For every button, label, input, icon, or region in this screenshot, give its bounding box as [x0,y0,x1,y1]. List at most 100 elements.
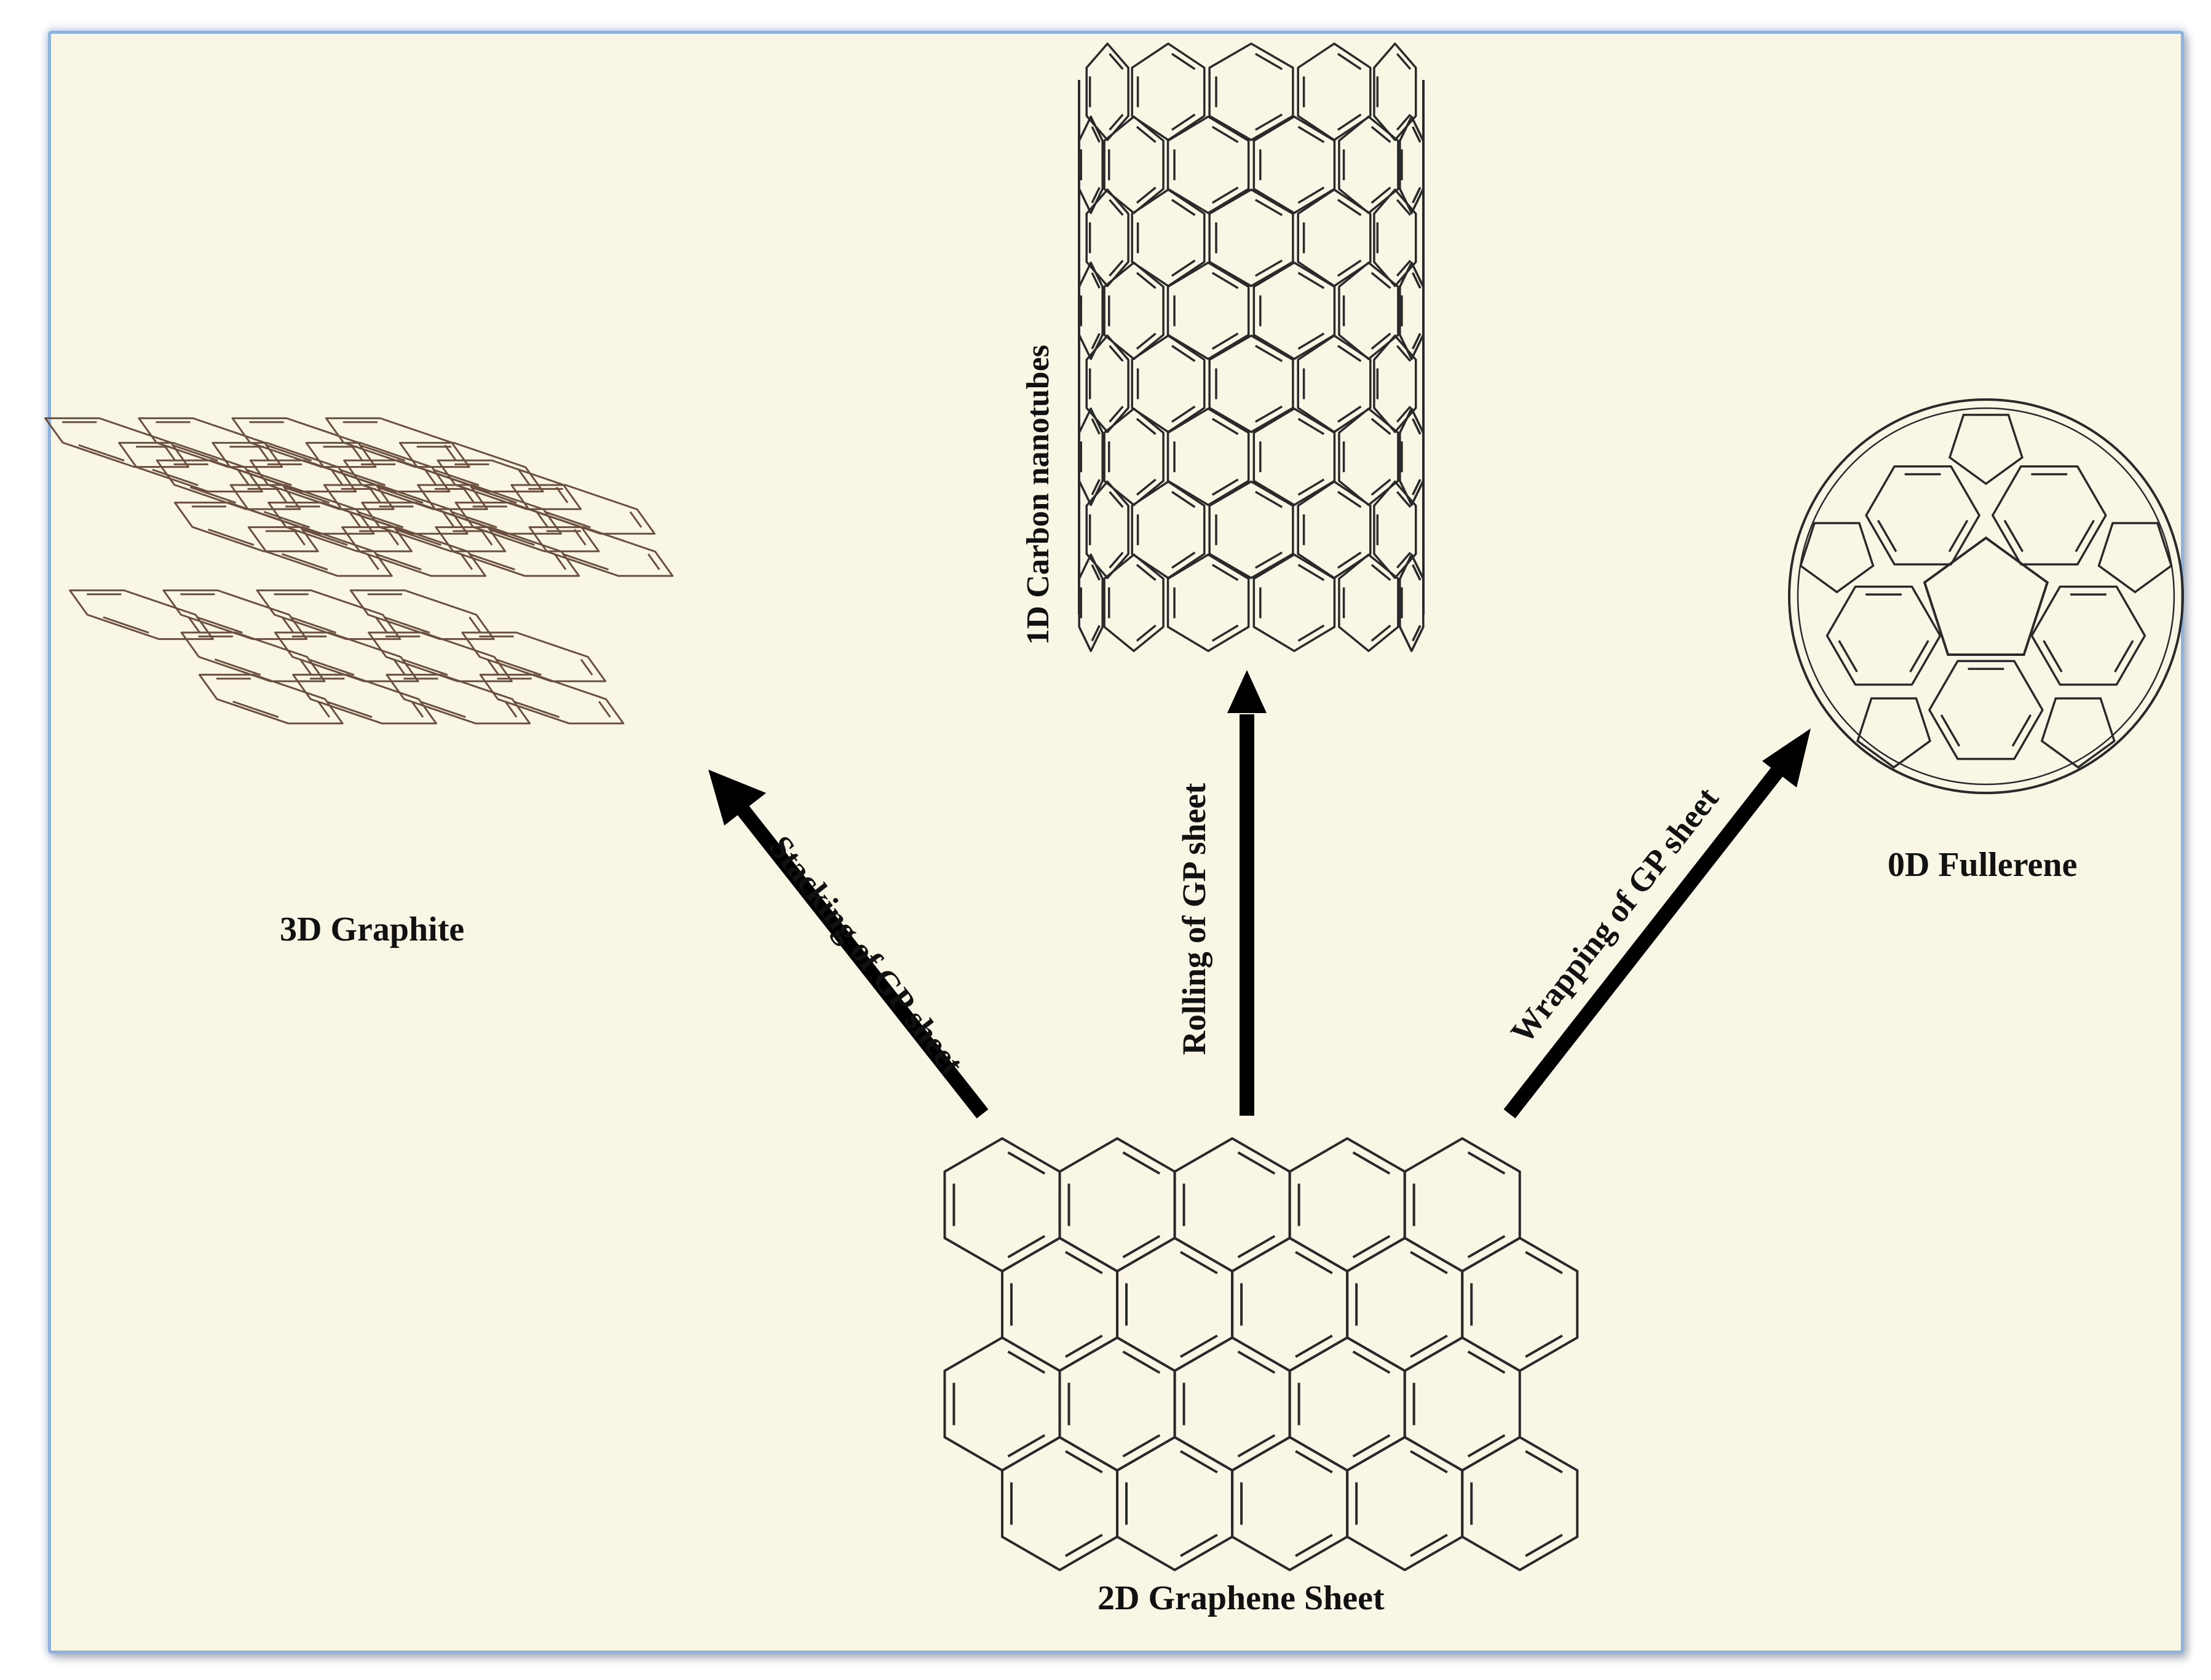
double-bond [536,511,549,528]
double-bond [377,486,424,504]
double-bond [1412,479,1422,495]
graphene-hexagon [1231,1436,1349,1571]
nanotube-hexagon [1166,408,1250,507]
graphite-hexagon [528,526,674,577]
graphite-hexagon [44,417,189,468]
double-bond [1337,345,1362,362]
double-bond [470,486,517,504]
double-bond [375,553,422,570]
double-bond [1297,332,1325,350]
double-bond [1396,259,1412,277]
double-bond [393,658,406,676]
double-bond [299,658,312,676]
double-bond [1007,1235,1046,1259]
graphite-label: 3D Graphite [280,910,465,948]
double-bond [1940,714,1961,747]
graphite-hexagon [256,589,401,641]
double-bond [245,468,292,486]
double-bond [1396,345,1412,362]
graphene-hexagon [1058,1336,1176,1472]
graphene-sheet-structure [943,1137,1579,1571]
double-bond [1091,272,1101,289]
fullerene-pentagon [2040,697,2116,769]
graphite-hexagon [435,526,580,577]
double-bond [562,553,609,570]
double-bond [1297,624,1325,642]
double-bond [188,617,201,634]
double-bond [384,616,430,634]
double-bond [1211,478,1239,496]
double-bond [1948,519,1969,553]
graphite-hexagon [510,484,656,535]
double-bond [580,658,593,676]
double-bond [1180,1250,1218,1274]
graphene-hexagon [943,1336,1061,1472]
double-bond [1171,259,1196,277]
double-bond [1136,478,1157,496]
double-bond [283,486,330,504]
graphite-hexagon [323,484,469,535]
graphite-hexagon [368,631,513,682]
fullerene-hexagon [1991,465,2107,566]
double-bond [1007,1350,1046,1374]
double-bond [469,617,481,634]
double-bond [265,444,312,462]
double-bond [357,511,404,529]
graphite-hexagon [386,674,531,725]
double-bond [1297,478,1325,496]
graphite-hexagon [305,441,451,493]
double-bond [1091,625,1101,642]
graphene-hexagon [1346,1436,1464,1571]
nanotube-hexagon [1252,261,1336,360]
double-bond [1211,272,1239,290]
double-bond [1412,418,1422,435]
double-bond [1064,1250,1103,1274]
rolling-arrow [1227,670,1267,1116]
graphite-hexagon [292,674,437,725]
double-bond [1109,199,1124,216]
double-bond [647,553,660,570]
double-bond [1237,1235,1276,1259]
double-bond [1352,1235,1391,1259]
double-bond [1412,564,1422,581]
double-bond [1171,405,1196,423]
rolling-arrow-label: Rolling of GP sheet [1176,783,1212,1055]
double-bond [1171,345,1196,362]
double-bond [1180,1534,1218,1558]
nanotube-hexagon [1085,334,1129,433]
graphite-hexagon [417,484,562,535]
double-bond [1371,564,1391,582]
graphene-hexagon [1461,1237,1579,1372]
double-bond [1297,186,1325,204]
graphite-hexagon [479,674,625,725]
double-bond [1371,186,1391,204]
double-bond [1337,199,1362,216]
nanotube-label: 1D Carbon nanotubes [1021,345,1056,645]
graphene-hexagon [1173,1137,1291,1272]
graphite-hexagon [247,526,393,577]
double-bond [172,444,218,462]
double-bond [1109,406,1124,423]
double-bond [1337,113,1362,131]
double-bond [214,658,261,676]
double-bond [2003,519,2024,553]
double-bond [189,486,237,504]
double-bond [1237,1434,1276,1458]
double-bond [196,616,243,634]
graphite-hexagon [118,441,263,493]
nanotube-hexagon [1373,188,1417,287]
double-bond [1467,1350,1506,1374]
double-bond [451,511,497,529]
double-bond [281,617,295,634]
fullerene-pentagon [1799,522,1875,594]
double-bond [1064,1449,1103,1473]
double-bond [78,444,125,462]
double-bond [1091,418,1101,435]
double-bond [411,701,424,718]
double-bond [1091,187,1101,203]
double-bond [1136,564,1157,582]
double-bond [1352,1434,1391,1458]
double-bond [1297,125,1325,143]
graphite-hexagon [341,526,486,577]
